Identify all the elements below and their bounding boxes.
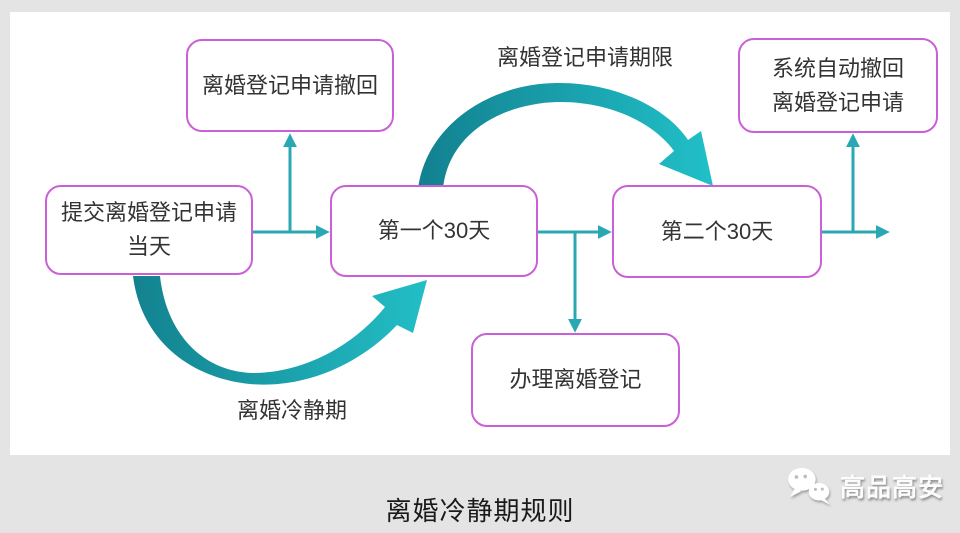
node-submit-line1: 提交离婚登记申请	[60, 200, 237, 225]
node-second30-label: 第二个30天	[660, 218, 774, 244]
label-cooling-off: 离婚冷静期	[236, 398, 347, 423]
node-first30-label: 第一个30天	[377, 218, 491, 243]
node-auto-withdraw-line1: 系统自动撤回	[771, 55, 904, 81]
watermark-text: 高品高安	[839, 474, 944, 502]
diagram-caption: 离婚冷静期规则	[385, 496, 575, 526]
node-process-registration: 办理离婚登记	[471, 333, 680, 427]
node-system-auto-withdraw: 系统自动撤回 离婚登记申请	[738, 38, 938, 133]
node-auto-withdraw-line2: 离婚登记申请	[771, 89, 904, 115]
node-register-label: 办理离婚登记	[509, 367, 642, 392]
watermark: 高品高安	[786, 466, 944, 506]
node-submit-application: 提交离婚登记申请 当天	[45, 185, 253, 275]
node-first-30-days: 第一个30天	[330, 185, 538, 277]
label-application-deadline: 离婚登记申请期限	[496, 45, 673, 70]
wechat-icon	[788, 467, 830, 505]
node-withdraw-label: 离婚登记申请撤回	[201, 72, 378, 98]
node-second-30-days: 第二个30天	[612, 185, 822, 278]
node-withdraw-application: 离婚登记申请撤回	[186, 39, 394, 132]
node-submit-line2: 当天	[126, 234, 171, 259]
